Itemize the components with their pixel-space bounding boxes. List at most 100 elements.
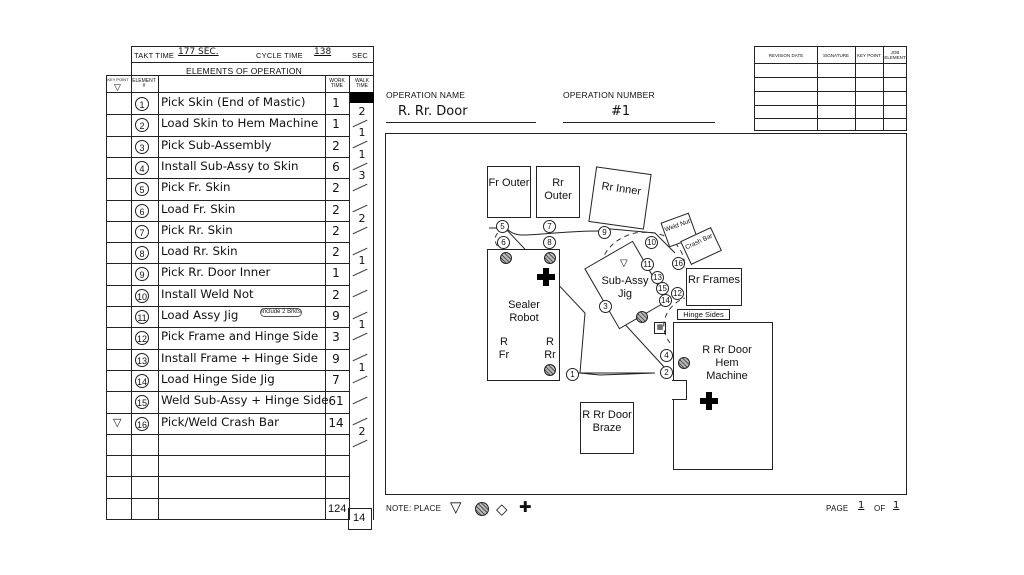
work-time: 3	[332, 330, 340, 344]
row-divider	[106, 136, 350, 137]
walk-time: 1	[358, 148, 366, 161]
work-time: 2	[332, 181, 340, 195]
row-divider	[106, 498, 350, 499]
element-description: Pick Fr. Skin	[161, 180, 231, 194]
element-description: Pick Rr. Door Inner	[161, 265, 271, 279]
row-divider	[106, 327, 350, 328]
hem-machine-label: R Rr Door Hem Machine	[702, 344, 752, 382]
job-element-header: JOB ELEMENT	[884, 50, 906, 60]
walk-time: 2	[358, 212, 366, 225]
row-divider	[106, 178, 350, 179]
station-marker: 10	[645, 236, 658, 249]
tool-icon: ▦	[654, 322, 666, 334]
element-col-header: ELEMENT #	[132, 78, 156, 89]
fr-outer-box: Fr Outer	[487, 166, 531, 218]
element-description: Pick Rr. Skin	[161, 223, 233, 237]
row-divider	[106, 242, 350, 243]
elements-title: ELEMENTS OF OPERATION	[186, 66, 302, 76]
of-label: OF	[874, 504, 886, 513]
hinge-sides-box: Hinge Sides	[677, 309, 730, 320]
walk-time: 3	[358, 169, 366, 182]
element-description: Load Assy Jig	[161, 308, 239, 322]
row-divider	[106, 263, 350, 264]
work-time: 2	[332, 203, 340, 217]
row-divider	[106, 157, 350, 158]
row-divider	[106, 221, 350, 222]
element-number: 11	[135, 310, 149, 324]
work-time: 14	[328, 416, 344, 430]
standard-stock-icon	[475, 502, 489, 516]
door-braze-box: R Rr Door Braze	[580, 402, 634, 454]
safety-cross-icon	[700, 392, 718, 410]
element-description: Install Weld Not	[161, 287, 254, 301]
elements-table	[106, 46, 374, 526]
rr-frames-label: Rr Frames	[688, 274, 740, 286]
jig-quality-triangle-icon: ▽	[620, 258, 628, 269]
page-total: 1	[893, 500, 900, 511]
work-time: 2	[332, 224, 340, 238]
standard-stock-icon	[544, 364, 556, 376]
r-fr-label: R Fr	[498, 336, 510, 361]
element-description: Load Skin to Hem Machine	[161, 116, 319, 130]
element-description: Pick Frame and Hinge Side	[161, 329, 319, 343]
station-marker: 5	[496, 220, 509, 233]
diamond-icon: ◇	[496, 501, 508, 518]
element-number: 2	[135, 118, 149, 132]
operation-number-underline	[563, 122, 715, 123]
sealer-robot-label: Sealer Robot	[508, 299, 540, 324]
element-description: Pick/Weld Crash Bar	[161, 415, 280, 429]
hinge-sides-label: Hinge Sides	[683, 310, 724, 319]
element-description: Install Sub-Assy to Skin	[161, 159, 299, 173]
walk-time: 2	[358, 105, 366, 118]
walk-total: 14	[353, 512, 366, 524]
station-marker: 7	[543, 220, 556, 233]
operation-name-label: OPERATION NAME	[386, 90, 466, 100]
key-point-symbol: ▽	[114, 82, 121, 92]
page-number: 1	[858, 500, 865, 511]
revision-table: REVISION DATE SIGNATURE KEY POINT JOB EL…	[754, 46, 907, 131]
standard-stock-icon	[678, 357, 690, 369]
walk-start-bar	[350, 92, 374, 103]
element-number: 4	[135, 161, 149, 175]
rr-inner-label: Rr Inner	[600, 180, 642, 198]
element-note: Include 2 Brkts	[260, 308, 302, 317]
sub-assy-jig-label: Sub-Assy Jig	[601, 275, 649, 300]
key-point-mark: ▽	[113, 417, 122, 429]
element-description: Weld Sub-Assy + Hinge Side	[161, 393, 329, 407]
work-time: 2	[332, 245, 340, 259]
work-time: 2	[332, 139, 340, 153]
station-marker: 16	[672, 257, 685, 270]
element-description: Pick Sub-Assembly	[161, 138, 272, 152]
row-divider	[106, 285, 350, 286]
walk-time-col-header: WALK TIME	[355, 78, 369, 89]
element-description: Load Hinge Side Jig	[161, 372, 275, 386]
walk-time: 1	[358, 318, 366, 331]
page-label: PAGE	[826, 504, 849, 513]
signature-header: SIGNATURE	[823, 53, 849, 58]
row-divider	[106, 519, 350, 520]
row-divider	[106, 391, 350, 392]
takt-time-value: 177 SEC.	[178, 47, 219, 57]
station-marker: 8	[543, 236, 556, 249]
operation-number-label: OPERATION NUMBER	[563, 90, 655, 100]
station-marker: 3	[599, 300, 612, 313]
element-number: 16	[135, 417, 149, 431]
element-number: 15	[135, 395, 149, 409]
element-description: Load Rr. Skin	[161, 244, 238, 258]
takt-time-label: TAKT TIME	[134, 51, 175, 60]
hem-machine-notch	[672, 380, 687, 400]
element-number: 13	[135, 353, 149, 367]
station-marker: 15	[656, 282, 669, 295]
weld-nut-label: Weld Nut	[663, 217, 692, 234]
quality-check-icon: ▽	[450, 499, 462, 516]
element-description: Load Fr. Skin	[161, 202, 236, 216]
row-divider	[106, 476, 350, 477]
work-time: 6	[332, 160, 340, 174]
element-description: Install Frame + Hinge Side	[161, 351, 319, 365]
element-number: 9	[135, 267, 149, 281]
element-number: 8	[135, 246, 149, 260]
work-time: 1	[332, 96, 340, 110]
safety-cross-outline-icon: ✚	[519, 499, 532, 516]
station-marker: 4	[660, 349, 673, 362]
work-time: 61	[328, 394, 344, 408]
